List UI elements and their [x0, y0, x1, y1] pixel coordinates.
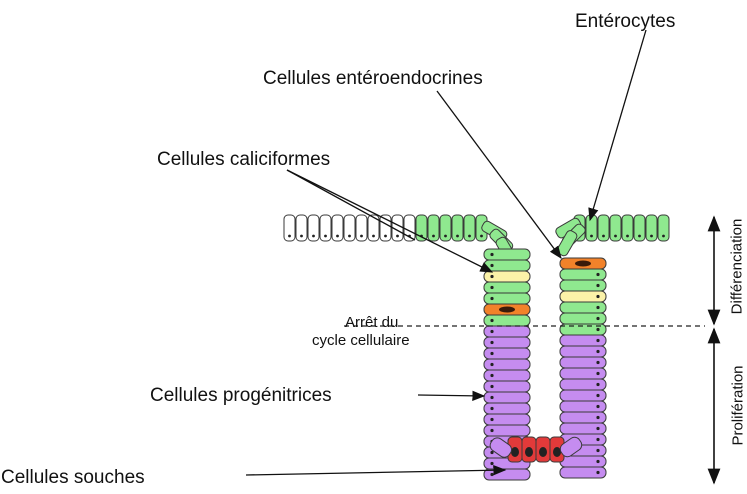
nucleus	[288, 235, 291, 238]
nucleus	[490, 407, 493, 410]
nucleus	[490, 286, 493, 289]
nucleus	[602, 235, 605, 238]
nucleus	[539, 447, 547, 457]
nucleus	[596, 372, 599, 375]
nucleus	[490, 330, 493, 333]
nucleus	[590, 235, 593, 238]
nucleus	[626, 235, 629, 238]
pointer-layer	[246, 30, 714, 483]
nucleus	[300, 235, 303, 238]
stem-label: Cellules souches	[1, 467, 145, 489]
nucleus	[596, 317, 599, 320]
nucleus	[490, 363, 493, 366]
nucleus	[596, 339, 599, 342]
nucleus	[348, 235, 351, 238]
proliferation-axis-label: Prolifération	[730, 346, 747, 466]
nucleus	[650, 235, 653, 238]
nucleus	[596, 284, 599, 287]
nucleus	[596, 328, 599, 331]
enterocytes-label: Entérocytes	[575, 11, 675, 33]
nucleus	[490, 396, 493, 399]
nucleus	[596, 405, 599, 408]
nucleus	[490, 319, 493, 322]
nucleus	[511, 447, 519, 457]
nucleus	[596, 383, 599, 386]
nucleus	[324, 235, 327, 238]
enterocytes-pointer	[590, 30, 646, 220]
differentiation-axis-label: Différenciation	[729, 207, 746, 327]
nucleus	[490, 429, 493, 432]
nucleus	[396, 235, 399, 238]
nucleus	[575, 261, 591, 267]
nucleus	[490, 462, 493, 465]
nucleus	[490, 275, 493, 278]
nucleus	[596, 361, 599, 364]
nucleus	[372, 235, 375, 238]
nucleus	[553, 447, 561, 457]
nucleus	[614, 235, 617, 238]
progenitors-label: Cellules progénitrices	[150, 385, 332, 407]
nucleus	[312, 235, 315, 238]
nucleus	[662, 235, 665, 238]
nucleus	[596, 460, 599, 463]
nucleus	[490, 352, 493, 355]
nucleus	[596, 394, 599, 397]
nucleus	[596, 350, 599, 353]
nucleus	[468, 235, 471, 238]
nucleus	[384, 235, 387, 238]
nucleus	[456, 235, 459, 238]
arrest-label-line2: cycle cellulaire	[312, 332, 410, 350]
nucleus	[490, 451, 493, 454]
enteroendocrine-label: Cellules entéroendocrines	[263, 68, 483, 90]
nucleus	[490, 341, 493, 344]
nucleus	[596, 471, 599, 474]
nucleus	[480, 235, 483, 238]
nucleus	[490, 385, 493, 388]
nucleus	[596, 427, 599, 430]
nucleus	[444, 235, 447, 238]
nucleus	[490, 473, 493, 476]
goblet-label: Cellules caliciformes	[157, 149, 330, 171]
nucleus	[596, 306, 599, 309]
nucleus	[596, 273, 599, 276]
stem-pointer	[246, 470, 505, 475]
nucleus	[596, 295, 599, 298]
nucleus	[490, 297, 493, 300]
nucleus	[336, 235, 339, 238]
arrest-label-line1: Arrêt du	[345, 314, 398, 332]
nucleus	[490, 374, 493, 377]
nucleus	[596, 449, 599, 452]
nucleus	[596, 416, 599, 419]
nucleus	[499, 307, 515, 313]
nucleus	[525, 447, 533, 457]
nucleus	[596, 438, 599, 441]
nucleus	[638, 235, 641, 238]
progenitors-pointer	[418, 395, 484, 396]
nucleus	[432, 235, 435, 238]
nucleus	[360, 235, 363, 238]
nucleus	[490, 253, 493, 256]
nucleus	[490, 264, 493, 267]
nucleus	[490, 418, 493, 421]
